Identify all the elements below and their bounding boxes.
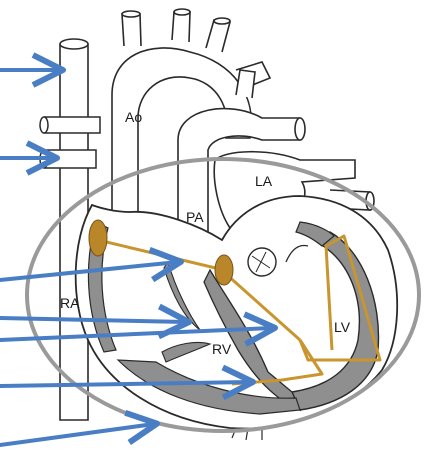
label-pulmonary-artery: PA xyxy=(186,209,204,225)
arrow-7 xyxy=(0,424,154,445)
label-aorta: Ao xyxy=(125,109,142,125)
label-right-ventricle: RV xyxy=(212,341,232,357)
sinoatrial-node xyxy=(89,220,107,256)
label-left-atrium: LA xyxy=(255,173,273,189)
atrioventricular-node xyxy=(215,255,233,285)
label-right-atrium: RA xyxy=(60,295,80,311)
heart-body xyxy=(76,196,398,440)
label-left-ventricle: LV xyxy=(334,319,351,335)
